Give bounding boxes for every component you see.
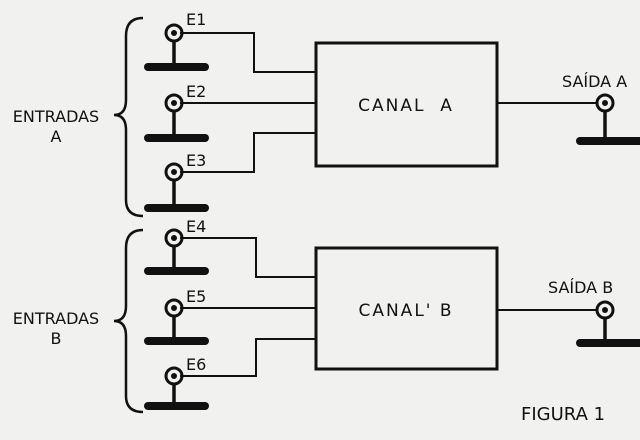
wire-e1 [180, 32, 316, 73]
input-label-e2: E2 [186, 82, 206, 101]
group-b-label-line2: B [51, 329, 62, 348]
jack-output-b [576, 300, 640, 347]
group-b-label-line1: ENTRADAS [13, 309, 99, 328]
brace-inputs-b [113, 228, 144, 414]
wire-e6 [180, 338, 316, 377]
input-label-e5: E5 [186, 287, 206, 306]
jack-e4 [144, 228, 209, 275]
jack-e6 [144, 366, 209, 410]
channel-a-box [314, 41, 499, 168]
figure-label: FIGURA 1 [521, 404, 605, 425]
channel-b-label: CANAL' B [358, 301, 453, 321]
output-a-label: SAÍDA A [562, 72, 627, 91]
brace-inputs-a [113, 16, 144, 218]
jack-e5 [144, 298, 209, 345]
input-label-e4: E4 [186, 217, 206, 236]
jack-e3 [144, 162, 209, 212]
jack-e1 [144, 23, 209, 71]
jack-e2 [144, 93, 209, 142]
input-label-e1: E1 [186, 10, 206, 29]
input-label-e6: E6 [186, 355, 206, 374]
group-a-label-line2: A [51, 127, 62, 146]
channel-a-label: CANAL A [358, 96, 454, 116]
jack-output-a [576, 93, 640, 145]
group-a-label-line1: ENTRADAS [13, 107, 99, 126]
wire-e4 [180, 237, 316, 278]
wire-e3 [180, 132, 316, 173]
output-b-label: SAÍDA B [548, 278, 613, 297]
input-label-e3: E3 [186, 151, 206, 170]
